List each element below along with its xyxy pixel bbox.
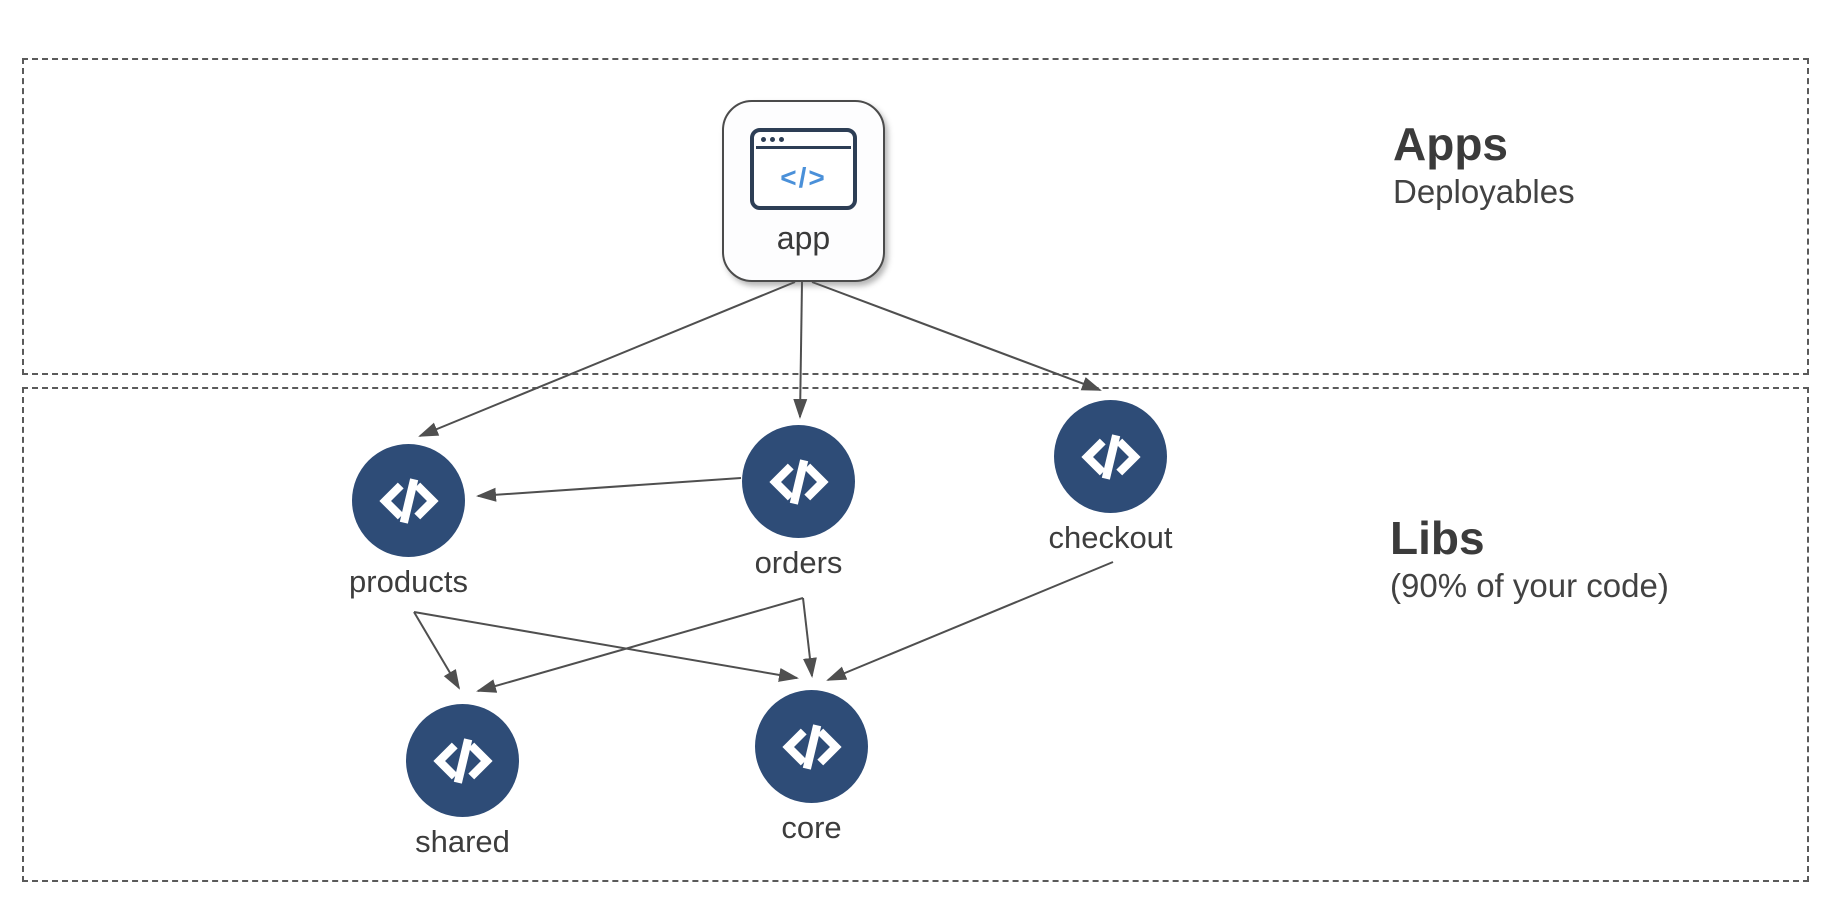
libs-zone-box: [22, 387, 1809, 882]
code-icon: [742, 425, 855, 538]
node-checkout: checkout: [1048, 400, 1173, 555]
window-dots-icon: [754, 132, 853, 146]
libs-zone-subtitle: (90% of your code): [1390, 566, 1669, 604]
node-orders: orders: [742, 425, 855, 580]
libs-zone-title: Libs: [1390, 512, 1485, 564]
node-app-label: app: [776, 220, 831, 256]
apps-zone-subtitle: Deployables: [1393, 172, 1575, 210]
node-checkout-label: checkout: [1048, 520, 1173, 555]
code-icon: [406, 704, 519, 817]
node-orders-label: orders: [754, 545, 843, 580]
apps-zone-box: [22, 58, 1809, 375]
node-core-label: core: [781, 810, 842, 845]
code-icon: [352, 444, 465, 557]
apps-zone-caption: Apps Deployables: [1393, 118, 1575, 212]
node-app: </> app: [722, 100, 885, 282]
node-products: products: [349, 444, 468, 599]
node-core: core: [755, 690, 868, 845]
code-glyph: </>: [780, 161, 827, 193]
libs-zone-caption: Libs (90% of your code): [1390, 512, 1669, 606]
node-shared-label: shared: [415, 824, 510, 859]
browser-window-icon: </>: [750, 128, 857, 210]
code-icon: [1054, 400, 1167, 513]
node-products-label: products: [349, 564, 468, 599]
code-icon: [755, 690, 868, 803]
window-bar: [756, 146, 851, 149]
apps-zone-title: Apps: [1393, 118, 1508, 170]
node-shared: shared: [406, 704, 519, 859]
